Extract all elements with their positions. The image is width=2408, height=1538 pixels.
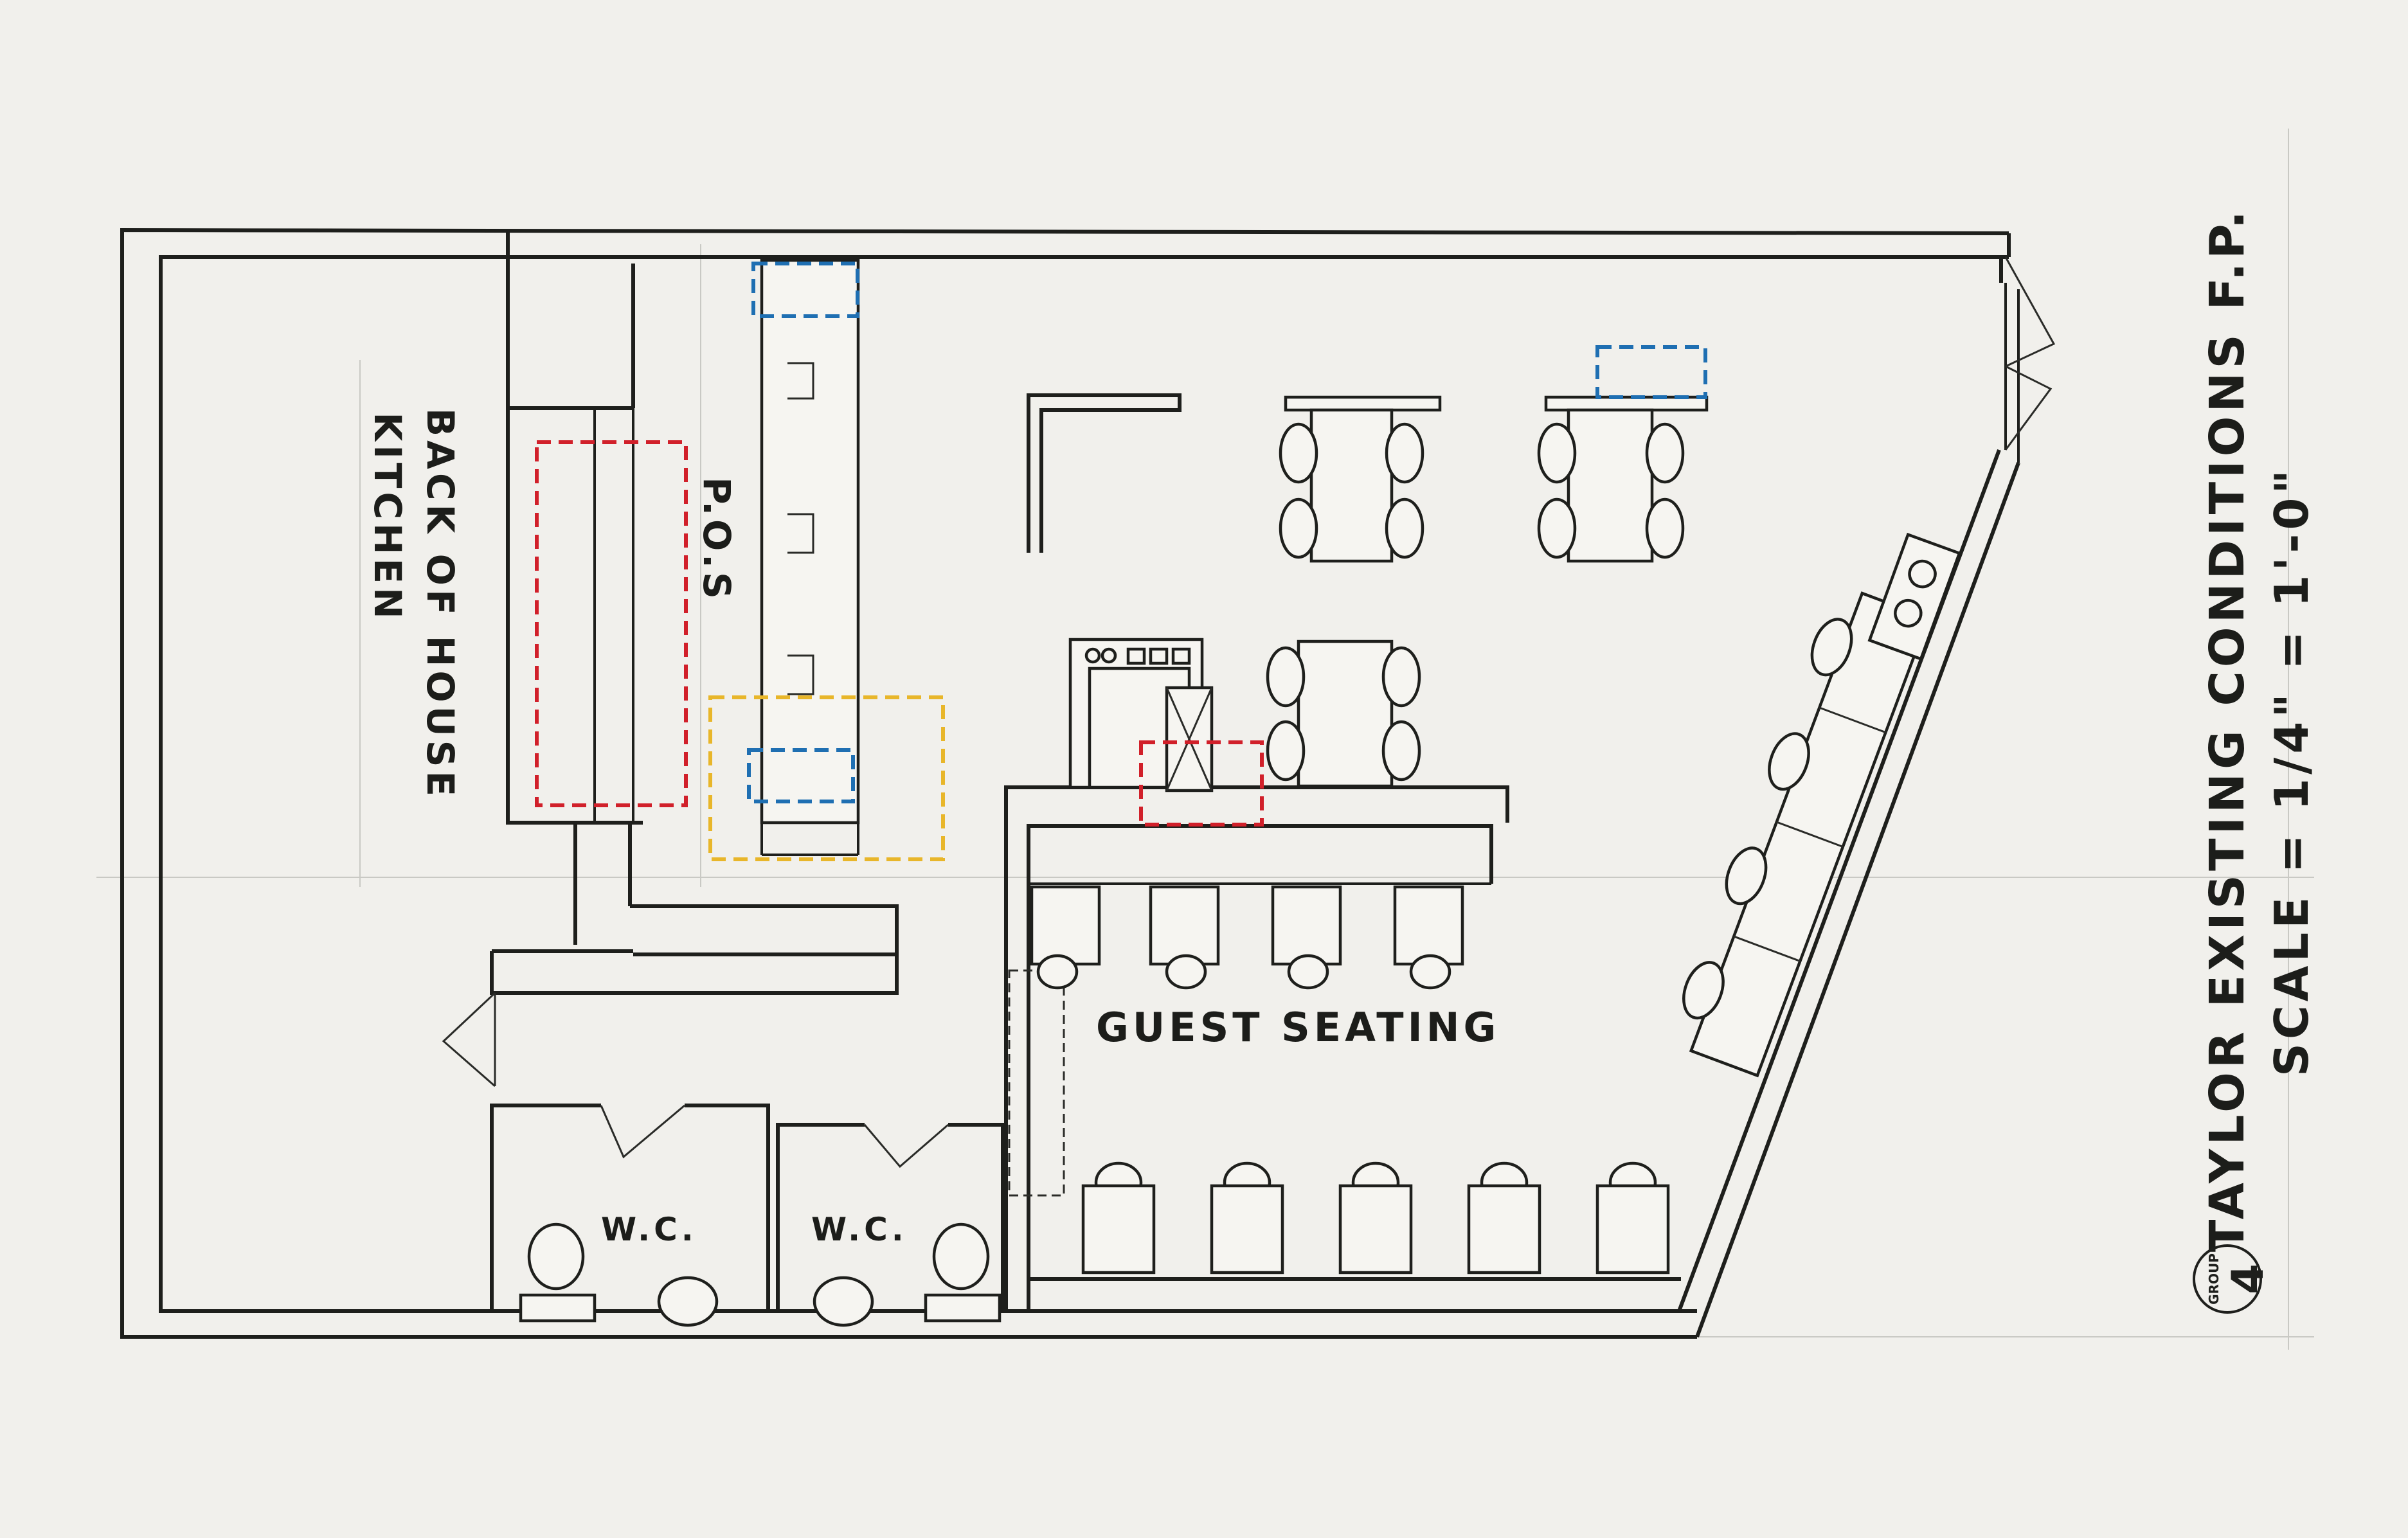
red-zone-back-of-house: [535, 440, 688, 807]
bar-seating-row: [1030, 885, 1464, 990]
entry-door: [2004, 256, 2056, 451]
scale-block: SCALE = 1/4" = 1'-0": [2265, 466, 2319, 1077]
toilet-left: [519, 1222, 597, 1323]
restrooms: [490, 1104, 1005, 1327]
label-pos: P.O.S: [695, 477, 739, 603]
kitchen-equipment-markers: [787, 362, 814, 695]
blue-zone-counter-bottom: [747, 748, 855, 803]
partition-wall: [1027, 393, 1182, 553]
badge-group-text: GROUP: [2206, 1253, 2222, 1305]
table-set-3: [1266, 639, 1421, 788]
group-badge: GROUP 4: [2193, 1244, 2274, 1314]
bench-seating-row: [1081, 1161, 1670, 1274]
title-block: TAYLOR EXISTING CONDITIONS F.P.: [2200, 207, 2255, 1252]
yellow-zone-pos: [708, 695, 945, 861]
red-zone-equipment: [1139, 740, 1264, 827]
label-wc-right: W.C.: [811, 1211, 908, 1248]
table-set-1: [1279, 395, 1442, 563]
toilet-right: [924, 1222, 1002, 1323]
highlight-overlays: [535, 262, 1707, 861]
label-pos-group: P.O.S: [695, 477, 739, 603]
drawing-title: TAYLOR EXISTING CONDITIONS F.P.: [2200, 207, 2255, 1252]
angled-appliance: [1867, 532, 1961, 661]
sink-left: [657, 1276, 719, 1327]
blue-zone-table: [1595, 345, 1707, 399]
back-of-house-walls: [506, 230, 860, 945]
badge-number: 4: [2223, 1264, 2274, 1294]
sink-right: [813, 1276, 874, 1327]
equipment-station: [1068, 638, 1214, 792]
label-kitchen-group: KITCHEN: [366, 412, 409, 622]
table-set-2: [1537, 395, 1709, 563]
label-back-of-house-group: BACK OF HOUSE: [418, 408, 462, 800]
label-back-of-house: BACK OF HOUSE: [418, 408, 462, 800]
service-counter: [442, 904, 899, 1087]
blue-zone-counter-top: [751, 262, 859, 318]
label-wc-left: W.C.: [601, 1211, 697, 1248]
label-guest-seating: GUEST SEATING: [1096, 1004, 1500, 1051]
drawing-scale: SCALE = 1/4" = 1'-0": [2265, 466, 2319, 1077]
angled-booth: [1682, 591, 1930, 1078]
label-kitchen: KITCHEN: [366, 412, 409, 622]
